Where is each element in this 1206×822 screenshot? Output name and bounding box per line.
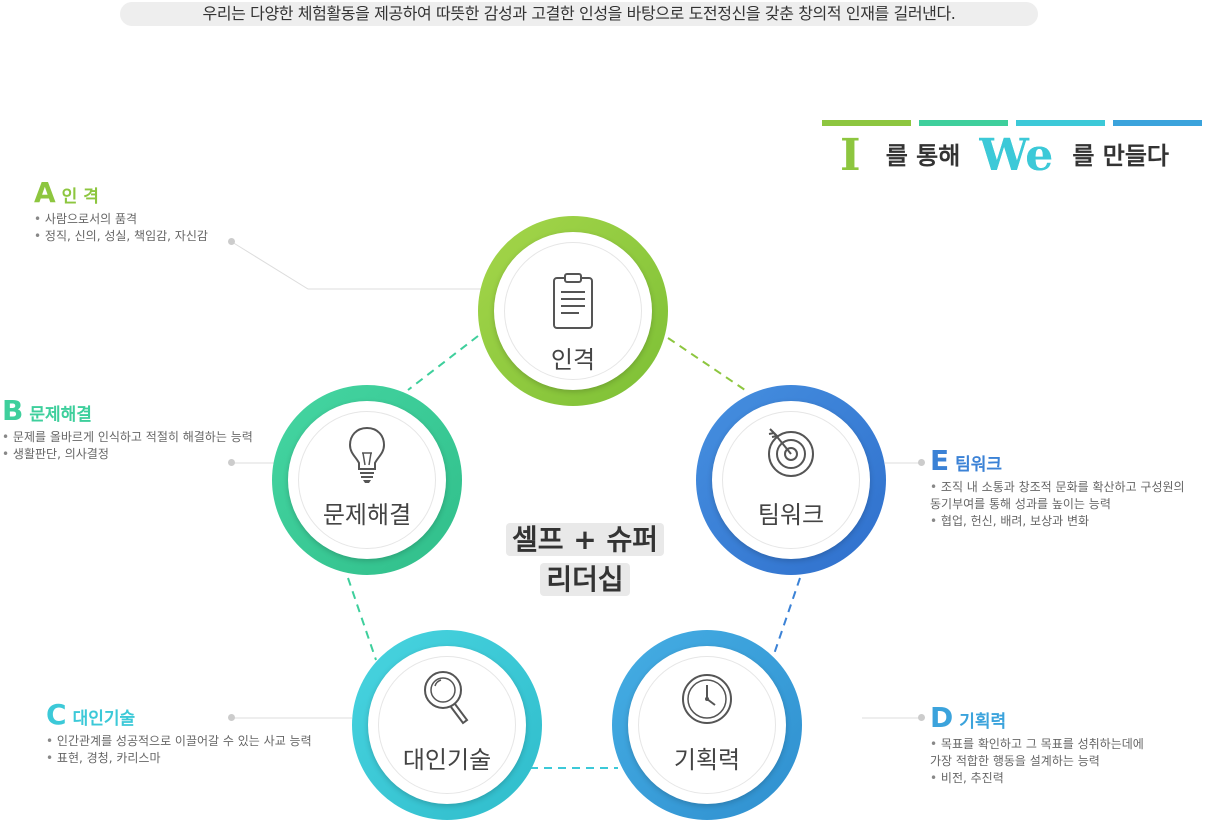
desc-e-letter: E [930,444,950,477]
leader-dot-c [228,714,235,721]
desc-e-title: 팀워크 [955,455,1003,475]
desc-a: A인 격 사람으로서의 품격 정직, 신의, 성실, 책임감, 자신감 [34,176,208,245]
slogan-i: I [840,130,861,181]
desc-c-letter: C [46,698,67,731]
circle-c-label: 대인기술 [402,746,492,774]
desc-a-title: 인 격 [61,187,99,207]
target-icon [768,428,814,477]
edge-a-b [407,335,479,391]
desc-d-item: 가장 적합한 행동을 설계하는 능력 [930,754,1100,768]
center-title-line2: 리더십 [540,563,630,596]
desc-d-title: 기획력 [959,712,1007,732]
circle-d-label: 기획력 [673,746,741,774]
magnifier-icon [424,671,469,725]
desc-c-item: 표현, 경청, 카리스마 [46,750,312,767]
slogan-mid: 를 통해 [885,142,961,170]
clipboard-icon [553,273,593,329]
edge-a-e [667,337,746,391]
circle-e-label: 팀워크 [757,501,825,529]
leader-dot-e [918,459,925,466]
center-title: 셀프 + 슈퍼 리더십 [480,520,690,600]
desc-b-letter: B [2,394,24,427]
clock-icon [682,674,732,724]
leader-dot-d [918,714,925,721]
desc-e-item: 조직 내 소통과 창조적 문화를 확산하고 구성원의 [930,479,1185,496]
desc-d-item: 비전, 추진력 [930,770,1144,787]
desc-d-letter: D [930,701,954,734]
desc-a-letter: A [34,176,56,209]
slogan-we: We [979,130,1054,181]
desc-c-title: 대인기술 [72,709,136,729]
intro-banner [120,2,1038,26]
desc-b-title: 문제해결 [29,405,92,425]
slogan-end: 를 만들다 [1072,142,1169,170]
lightbulb-icon [348,426,386,483]
desc-b-item: 생활판단, 의사결정 [2,446,253,463]
circle-b: 문제해결 [272,385,462,575]
edge-b-c [347,577,377,661]
desc-e-item: 협업, 헌신, 배려, 보상과 변화 [930,513,1185,530]
desc-b-item: 문제를 올바르게 인식하고 적절히 해결하는 능력 [2,429,253,446]
leader-a [231,241,481,290]
desc-a-item: 정직, 신의, 성실, 책임감, 자신감 [34,228,208,245]
edge-e-d [771,577,801,661]
desc-a-item: 사람으로서의 품격 [34,211,208,228]
circle-b-label: 문제해결 [322,501,412,529]
circle-c: 대인기술 [352,630,542,820]
desc-e-item: 동기부여를 통해 성과를 높이는 능력 [930,497,1111,511]
intro-text: 우리는 다양한 체험활동을 제공하여 따뜻한 감성과 고결한 인성을 바탕으로 … [202,4,956,23]
desc-d-item: 목표를 확인하고 그 목표를 성취하는데에 [930,736,1144,753]
circle-e: 팀워크 [696,385,886,575]
leader-dot-a [228,238,235,245]
center-title-line1: 셀프 + 슈퍼 [506,523,664,556]
desc-c-item: 인간관계를 성공적으로 이끌어갈 수 있는 사교 능력 [46,733,312,750]
slogan: I 를 통해 We 를 만들다 [840,130,1169,181]
slogan-color-bars [822,120,1202,126]
circle-a-label: 인격 [550,346,596,374]
circle-d: 기획력 [612,630,802,820]
circle-a: 인격 [478,216,668,406]
